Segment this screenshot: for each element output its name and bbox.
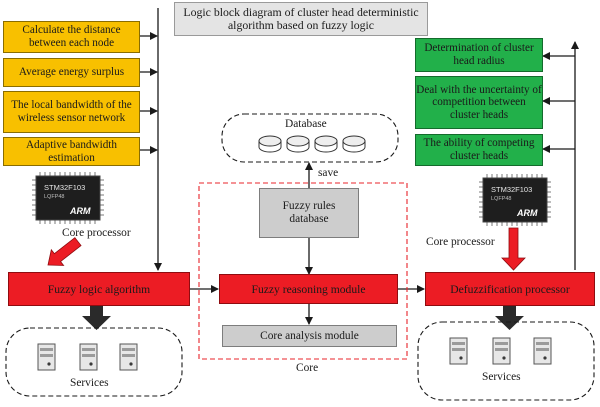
- red-arrow-right: [501, 227, 526, 271]
- core-boundary: [198, 182, 408, 360]
- fuzzy-reasoning-module-box: Fuzzy reasoning module: [219, 274, 398, 304]
- arrow-down-icon: [495, 304, 524, 330]
- core-label: Core: [296, 362, 319, 374]
- defuzzification-processor-box: Defuzzification processor: [425, 272, 595, 306]
- services-label-left: Services: [70, 377, 109, 389]
- database-disk-icon: [258, 135, 282, 153]
- chip-model-label-left: STM32F103: [44, 183, 86, 192]
- save-label: save: [318, 167, 339, 179]
- server-icon: [37, 343, 56, 371]
- red-arrow-left: [47, 237, 82, 266]
- chip-model-label-right: STM32F103: [491, 185, 533, 194]
- output-box-ability: The ability of competing cluster heads: [415, 134, 543, 166]
- server-icon: [492, 337, 511, 365]
- microchip-icon: [32, 172, 104, 224]
- core-processor-label-right: Core processor: [426, 236, 495, 248]
- core-analysis-module-box: Core analysis module: [222, 325, 397, 347]
- input-box-estimation: Adaptive bandwidth estimation: [3, 137, 140, 166]
- input-box-bandwidth: The local bandwidth of the wireless sens…: [3, 91, 140, 133]
- output-box-radius: Determination of cluster head radius: [415, 38, 543, 72]
- output-box-uncertainty: Deal with the uncertainty of competition…: [415, 76, 543, 129]
- fuzzy-logic-algorithm-box: Fuzzy logic algorithm: [8, 272, 190, 306]
- arrow-down-icon: [82, 304, 111, 330]
- services-label-right: Services: [482, 371, 521, 383]
- microchip-icon: [479, 174, 551, 226]
- chip-brand-label-left: ARM: [70, 206, 91, 216]
- server-icon: [533, 337, 552, 365]
- diagram-title: Logic block diagram of cluster head dete…: [174, 2, 428, 36]
- services-container-right: [417, 321, 595, 401]
- core-processor-label-left: Core processor: [62, 227, 131, 239]
- server-icon: [79, 343, 98, 371]
- server-icon: [119, 343, 138, 371]
- services-container-left: [5, 327, 183, 397]
- database-disk-icon: [286, 135, 310, 153]
- input-box-distance: Calculate the distance between each node: [3, 21, 140, 53]
- database-label: Database: [285, 118, 327, 130]
- fuzzy-rules-database-box: Fuzzy rules database: [259, 188, 359, 238]
- database-disk-icon: [314, 135, 338, 153]
- input-box-energy: Average energy surplus: [3, 58, 140, 87]
- database-container: [221, 113, 399, 163]
- chip-package-label-left: LQFP48: [44, 194, 65, 200]
- chip-brand-label-right: ARM: [517, 208, 538, 218]
- database-disk-icon: [342, 135, 366, 153]
- chip-package-label-right: LQFP48: [491, 196, 512, 202]
- server-icon: [449, 337, 468, 365]
